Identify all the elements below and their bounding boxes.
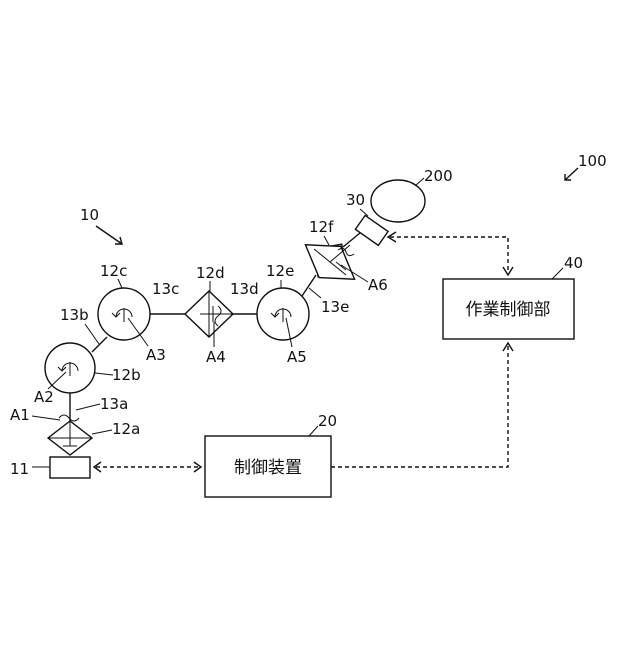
label-tool-30: 30 <box>346 191 365 209</box>
label-joint-12b: 12b <box>112 366 141 384</box>
label-link-13a: 13a <box>100 395 128 413</box>
arrow-system-shaft <box>565 168 578 180</box>
leader-12f <box>324 236 329 245</box>
label-axis-a1: A1 <box>10 406 30 424</box>
label-arm-10: 10 <box>80 206 99 224</box>
rotation-a1-icon <box>59 415 79 421</box>
leader-controller <box>309 426 318 436</box>
label-joint-12a: 12a <box>112 420 140 438</box>
leader-a1 <box>32 416 60 420</box>
leader-task-controller <box>552 268 563 279</box>
label-system-100: 100 <box>578 152 607 170</box>
arrow-arm-shaft <box>96 226 122 244</box>
label-task-controller-40: 40 <box>564 254 583 272</box>
label-link-13c: 13c <box>152 280 179 298</box>
label-link-13b: 13b <box>60 306 89 324</box>
label-joint-12d: 12d <box>196 264 225 282</box>
task-controller-box-label: 作業制御部 <box>466 300 551 320</box>
label-workpiece-200: 200 <box>424 167 453 185</box>
leader-workpiece <box>416 178 424 185</box>
label-axis-a4: A4 <box>206 348 226 366</box>
workpiece-200 <box>371 180 425 222</box>
leader-12c <box>118 279 122 288</box>
label-controller-20: 20 <box>318 412 337 430</box>
leader-13a <box>76 404 100 410</box>
leader-12b <box>95 373 113 375</box>
controller-box-label: 制御装置 <box>234 458 302 478</box>
signal-controller-task <box>331 345 508 467</box>
signal-tool-task <box>390 237 508 273</box>
leader-13b <box>85 324 99 344</box>
label-axis-a3: A3 <box>146 346 166 364</box>
leader-tool <box>360 209 368 216</box>
label-joint-12f: 12f <box>309 218 334 236</box>
label-axis-a5: A5 <box>287 348 307 366</box>
label-axis-a2: A2 <box>34 388 54 406</box>
label-link-13d: 13d <box>230 280 259 298</box>
link-13b <box>92 337 107 352</box>
leader-13e <box>309 288 321 298</box>
label-axis-a6: A6 <box>368 276 388 294</box>
link-13e <box>302 275 316 296</box>
label-base-11: 11 <box>10 460 29 478</box>
label-joint-12c: 12c <box>100 262 127 280</box>
label-joint-12e: 12e <box>266 262 294 280</box>
leader-12a <box>92 430 112 434</box>
tool-30 <box>355 215 388 245</box>
robot-base-11 <box>50 457 90 478</box>
label-link-13e: 13e <box>321 298 349 316</box>
link-to-tool <box>343 233 360 247</box>
